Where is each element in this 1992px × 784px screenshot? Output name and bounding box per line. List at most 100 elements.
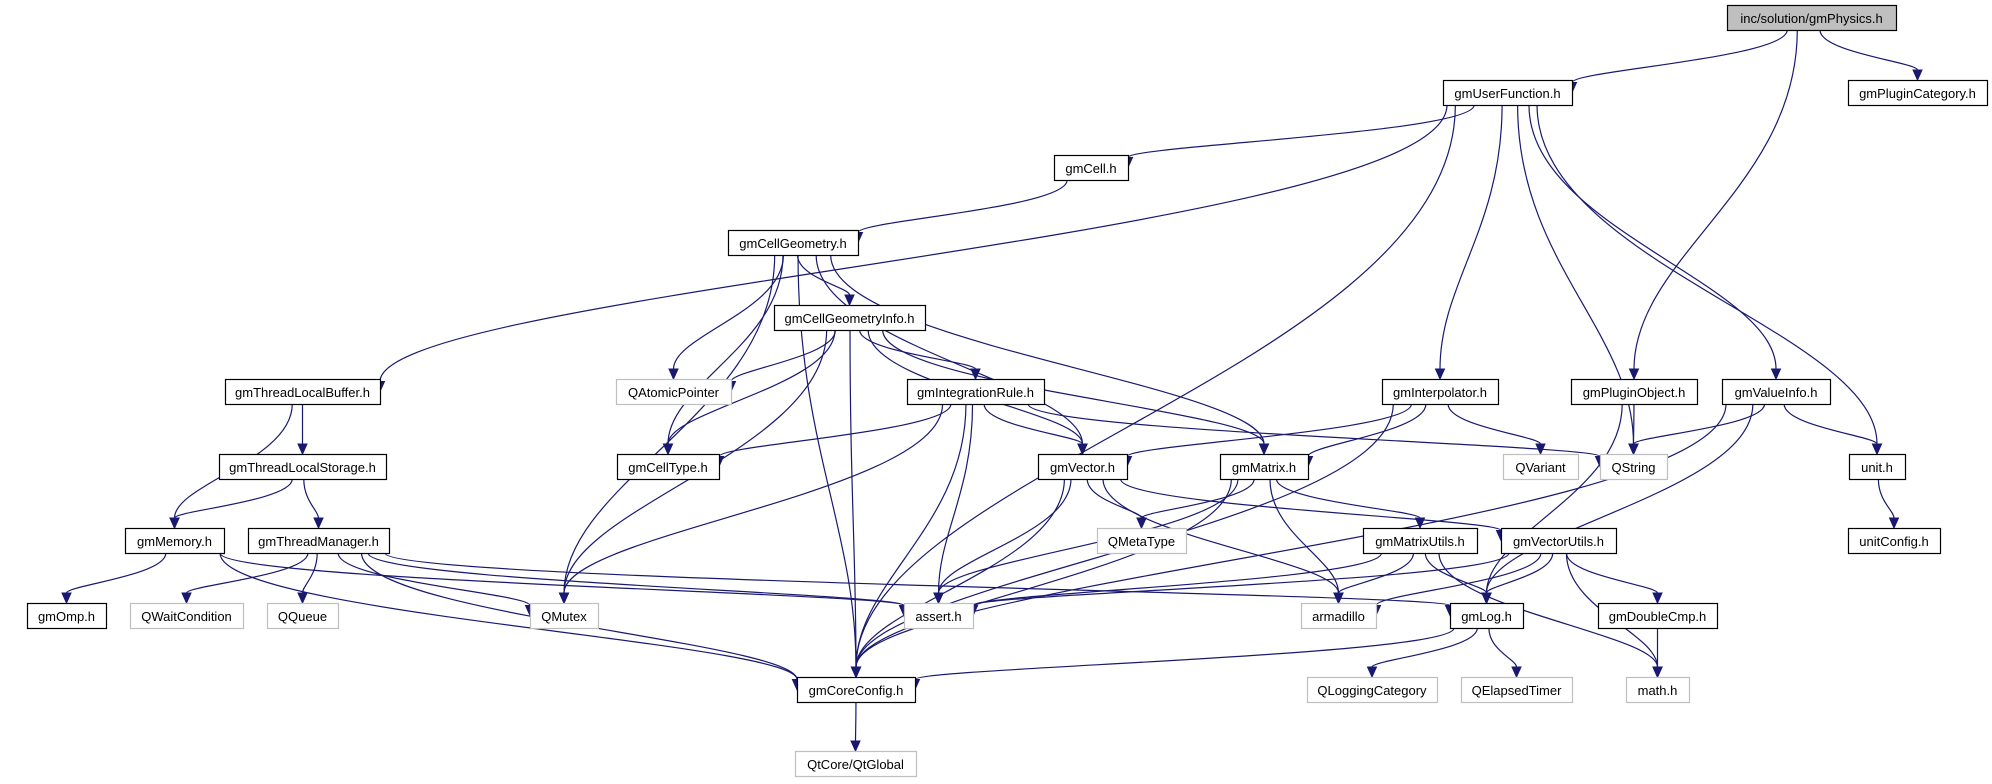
node-gmmatrixutils[interactable]: gmMatrixUtils.h: [1362, 527, 1479, 555]
node-gmthreadlocalbuffer[interactable]: gmThreadLocalBuffer.h: [224, 378, 382, 406]
node-label: assert.h: [915, 609, 961, 624]
node-gmintegrationrule[interactable]: gmIntegrationRule.h: [906, 378, 1046, 406]
edge-line: [301, 552, 318, 594]
node-gmmatrix[interactable]: gmMatrix.h: [1219, 453, 1310, 481]
node-label: QString: [1611, 460, 1655, 475]
edge-gmmatrixutils-to-armadillo: [1333, 552, 1415, 605]
node-gmvalueinfo[interactable]: gmValueInfo.h: [1721, 378, 1832, 406]
node-label: gmInterpolator.h: [1393, 385, 1487, 400]
node-label: gmCell.h: [1065, 161, 1116, 176]
edge-line: [185, 552, 309, 594]
node-gmomp[interactable]: gmOmp.h: [26, 602, 108, 630]
edges-layer: [61, 29, 1923, 753]
node-gmlog[interactable]: gmLog.h: [1449, 602, 1525, 630]
edge-line: [1275, 478, 1421, 519]
node-qwaitcondition: QWaitCondition: [129, 602, 245, 630]
node-qatomicpointer: QAtomicPointer: [615, 378, 733, 406]
edge-line: [1488, 627, 1518, 668]
arrowhead-icon: [1628, 443, 1639, 456]
node-label: unit.h: [1861, 460, 1893, 475]
node-gmplugincategory[interactable]: gmPluginCategory.h: [1847, 79, 1989, 107]
node-unit[interactable]: unit.h: [1848, 453, 1907, 481]
node-gmcell[interactable]: gmCell.h: [1053, 154, 1130, 182]
nodes-layer: inc/solution/gmPhysics.h gmUserFunction.h…: [26, 4, 1989, 778]
node-box: [773, 304, 927, 332]
node-label: gmCoreConfig.h: [809, 683, 904, 698]
edge-gmmatrix-to-qmetatype: [1136, 478, 1255, 530]
edge-line: [1424, 552, 1488, 594]
edge-gmvalueinfo-to-unit: [1783, 403, 1883, 456]
edge-line: [1126, 403, 1412, 458]
edge-line: [219, 552, 905, 607]
node-label: gmCellGeometryInfo.h: [784, 311, 914, 326]
node-box: [1847, 527, 1942, 555]
edge-gmcellgeometry-to-qatomicpointer: [668, 254, 785, 381]
node-box: [1599, 453, 1669, 481]
edge-gmmatrix-to-assert: [933, 478, 1239, 605]
node-gmthreadmanager[interactable]: gmThreadManager.h: [247, 527, 391, 555]
edge-line: [972, 552, 1383, 607]
node-gmdoublecmp[interactable]: gmDoubleCmp.h: [1597, 602, 1719, 630]
edge-line: [379, 104, 1448, 382]
edge-line: [1438, 552, 1659, 668]
edge-gmvector-to-qmetatype: [1086, 478, 1147, 530]
node-box: [903, 602, 975, 630]
node-gmpluginobject[interactable]: gmPluginObject.h: [1570, 378, 1699, 406]
arrowhead-icon: [61, 592, 72, 605]
edge-line: [303, 478, 320, 519]
arrowhead-icon: [850, 740, 861, 753]
edge-gmvectorutils-to-assert: [967, 552, 1510, 617]
edge-line: [1632, 403, 1766, 445]
edge-line: [1371, 627, 1478, 668]
edge-line: [563, 254, 776, 594]
node-box: [247, 527, 391, 555]
node-box: [218, 453, 388, 481]
node-box: [616, 453, 721, 481]
edge-line: [937, 403, 974, 594]
arrowhead-icon: [1652, 592, 1663, 605]
edge-gmcellgeometry-to-gmmatrix: [830, 254, 1270, 456]
node-label: gmLog.h: [1461, 609, 1512, 624]
edge-gmthreadmanager-to-qwaitcondition: [181, 552, 309, 605]
node-qelapsedtimer: QElapsedTimer: [1460, 676, 1574, 704]
edge-gmmatrixutils-to-gmlog: [1424, 552, 1492, 605]
node-label: gmIntegrationRule.h: [917, 385, 1034, 400]
node-gmmemory[interactable]: gmMemory.h: [124, 527, 226, 555]
edge-line: [1571, 29, 1788, 84]
node-label: QMutex: [541, 609, 587, 624]
node-box: [129, 602, 245, 630]
edge-gmcell-to-gmcellgeometry: [852, 179, 1068, 244]
edge-line: [815, 254, 1084, 445]
node-gminterpolator[interactable]: gmInterpolator.h: [1381, 378, 1500, 406]
arrowhead-icon: [1333, 592, 1344, 605]
edge-line: [1819, 29, 1919, 71]
node-gmvector[interactable]: gmVector.h: [1037, 453, 1129, 481]
node-gmthreadlocalstorage[interactable]: gmThreadLocalStorage.h: [218, 453, 388, 481]
node-label: unitConfig.h: [1859, 534, 1928, 549]
node-qqueue: QQueue: [266, 602, 340, 630]
edge-gmintegrationrule-to-qmutex: [558, 403, 944, 605]
arrowhead-icon: [313, 517, 324, 530]
node-gmcelltype[interactable]: gmCellType.h: [616, 453, 721, 481]
edge-line: [730, 329, 837, 382]
edge-line: [855, 104, 1456, 668]
node-box: [124, 527, 226, 555]
node-gmcoreconfig[interactable]: gmCoreConfig.h: [796, 676, 917, 704]
edge-gmdoublecmp-to-math: [1652, 628, 1663, 679]
node-label: math.h: [1638, 683, 1678, 698]
edge-gminterpolator-to-gmmatrix: [1302, 403, 1427, 468]
edge-gmvalueinfo-to-qstring: [1628, 403, 1766, 456]
node-gmuserfunction[interactable]: gmUserFunction.h: [1442, 79, 1574, 107]
node-label: gmOmp.h: [38, 609, 95, 624]
node-box: [1502, 453, 1580, 481]
edge-gmcellgeometryinfo-to-gmcelltype: [662, 329, 836, 456]
node-gmphysics[interactable]: inc/solution/gmPhysics.h: [1726, 4, 1898, 32]
node-gmcellgeometry[interactable]: gmCellGeometry.h: [727, 229, 860, 257]
node-gmcellgeometryinfo[interactable]: gmCellGeometryInfo.h: [773, 304, 927, 332]
node-gmvectorutils[interactable]: gmVectorUtils.h: [1500, 527, 1618, 555]
node-unitconfig[interactable]: unitConfig.h: [1847, 527, 1942, 555]
node-box: [1442, 79, 1574, 107]
edge-line: [1528, 104, 1777, 370]
edge-line: [367, 552, 905, 607]
